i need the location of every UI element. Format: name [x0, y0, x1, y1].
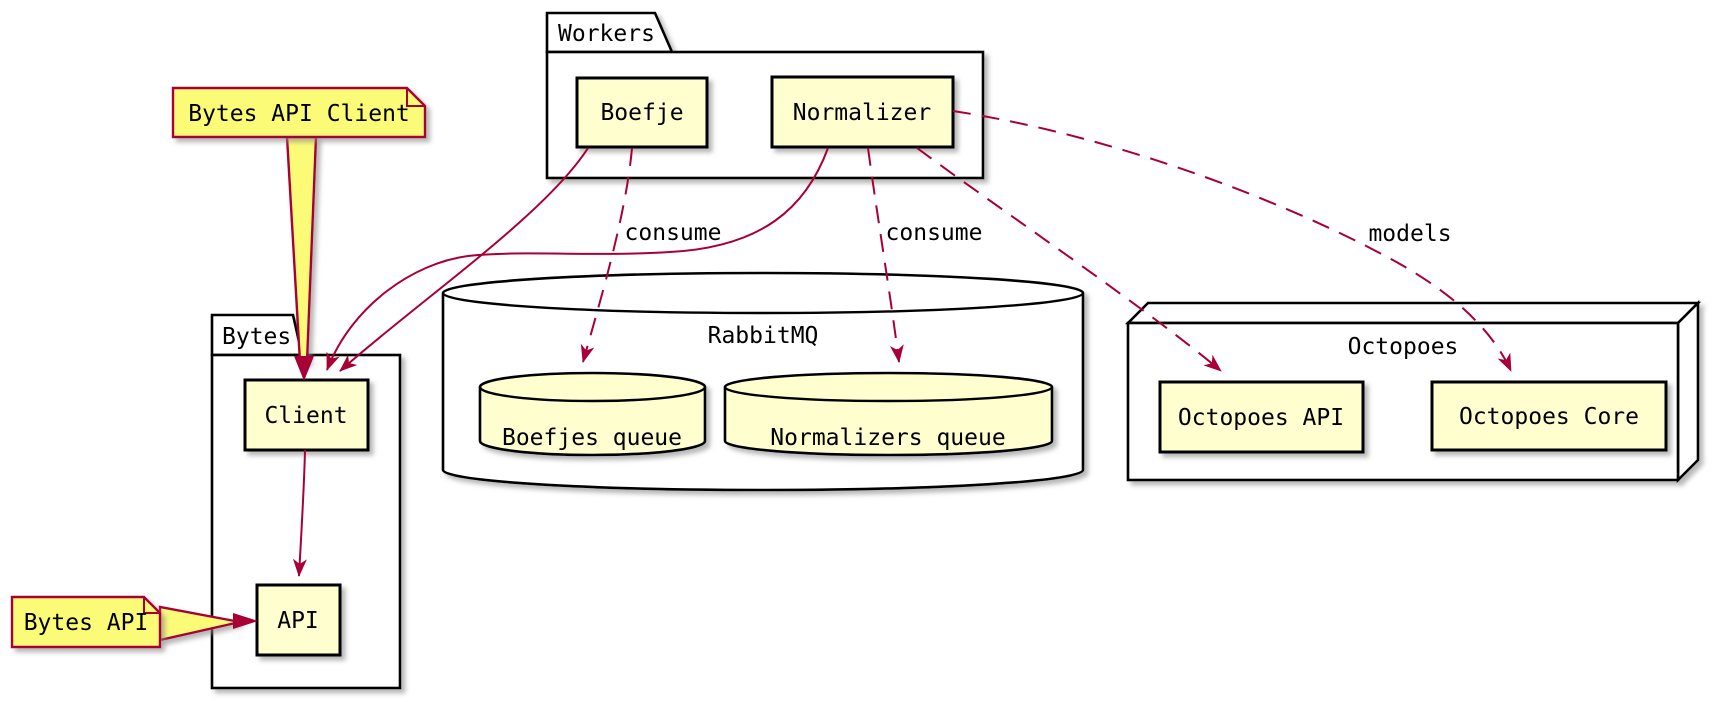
- edge-normalizer-to-octopoes-api: [916, 147, 1222, 372]
- normalizer-component: [770, 75, 955, 149]
- boefjes-queue-cylinder: [478, 371, 707, 457]
- octopoes-core-component: [1430, 380, 1668, 452]
- edge-normalizer-to-client: [326, 147, 829, 371]
- boefje-label: Boefje: [600, 100, 683, 126]
- bytes-package-label: Bytes: [222, 324, 291, 350]
- edge-label-consume-boefje: consume: [625, 220, 722, 246]
- edge-label-consume-normalizer: consume: [886, 220, 983, 246]
- edge-client-to-api: [292, 449, 307, 577]
- note-bytes-api: Bytes API: [10, 595, 258, 649]
- note-bytes-api-fold-icon: [143, 597, 160, 614]
- note-bytes-api-client-fold-icon: [406, 88, 425, 107]
- octopoes-node-top-face: [1124, 301, 1702, 325]
- boefjes-queue-database: [478, 371, 707, 457]
- note-bytes-api-tail-arrow-icon: [233, 613, 258, 629]
- boefje-component: [575, 76, 709, 149]
- rabbitmq-label: RabbitMQ: [708, 323, 819, 349]
- api-component: [255, 583, 342, 657]
- octopoes-node-label: Octopoes: [1348, 334, 1459, 360]
- note-bytes-api-label: Bytes API: [24, 610, 149, 636]
- normalizers-queue-cylinder-rim: [723, 386, 1054, 403]
- boefjes-queue-cylinder-rim: [478, 386, 707, 403]
- client-component: [243, 378, 370, 452]
- client-label: Client: [264, 403, 347, 429]
- normalizers-queue-database: [723, 371, 1054, 457]
- boefjes-queue-label: Boefjes queue: [502, 425, 682, 451]
- edge-normalizer-to-normalizers-queue: [867, 147, 904, 363]
- rabbitmq-cylinder-rim: [441, 292, 1085, 315]
- note-bytes-api-client: Bytes API Client: [171, 86, 427, 381]
- octopoes-core-label: Octopoes Core: [1459, 404, 1639, 430]
- workers-package-label: Workers: [558, 21, 655, 47]
- normalizer-label: Normalizer: [793, 100, 931, 126]
- note-bytes-api-client-label: Bytes API Client: [188, 101, 410, 127]
- normalizers-queue-cylinder: [723, 371, 1054, 457]
- api-label: API: [277, 608, 319, 634]
- edge-boefje-to-client: [339, 147, 589, 372]
- octopoes-api-label: Octopoes API: [1178, 405, 1344, 431]
- note-bytes-api-body: [10, 595, 162, 649]
- octopoes-node-side-face: [1676, 299, 1700, 484]
- normalizers-queue-label: Normalizers queue: [770, 425, 1005, 451]
- note-bytes-api-client-tail-arrow-icon: [294, 356, 314, 381]
- edge-label-models: models: [1368, 221, 1451, 247]
- octopoes-api-component: [1158, 380, 1365, 454]
- note-bytes-api-client-body: [171, 86, 427, 139]
